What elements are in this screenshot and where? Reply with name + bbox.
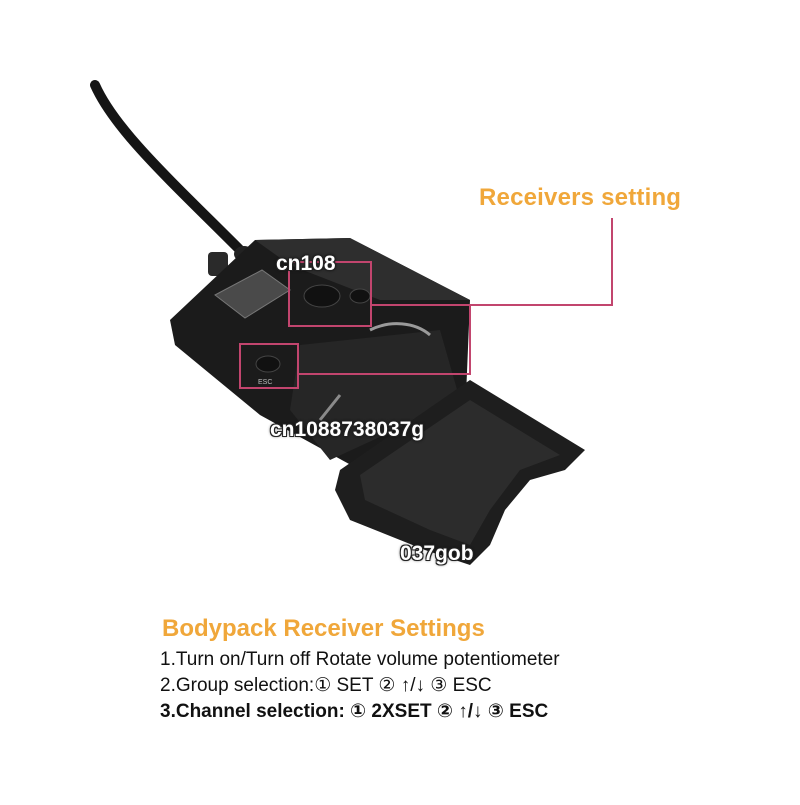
esc-button xyxy=(255,355,281,373)
callout-box-esc xyxy=(239,343,299,389)
watermark: cn1088738037g xyxy=(270,418,425,441)
battery-lid-inner xyxy=(360,400,560,545)
volume-knob xyxy=(208,252,228,276)
device-top xyxy=(255,238,470,300)
instruction-step: 1.Turn on/Turn off Rotate volume potenti… xyxy=(160,649,560,670)
instructions-list: 1.Turn on/Turn off Rotate volume potenti… xyxy=(160,647,560,725)
watermark: 037gob xyxy=(400,542,474,565)
antenna xyxy=(90,80,245,255)
battery-spring xyxy=(369,322,431,337)
instructions-title: Bodypack Receiver Settings xyxy=(162,615,485,642)
instruction-step: 2.Group selection:① SET ② ↑/↓ ③ ESC xyxy=(160,675,492,696)
esc-label: ESC xyxy=(258,379,272,386)
battery-compartment xyxy=(290,330,460,460)
callout-box-set xyxy=(288,261,372,327)
callout-title: Receivers setting xyxy=(479,184,682,211)
callout-line-esc xyxy=(298,305,471,375)
battery-contact xyxy=(318,394,342,421)
watermark: cn108 xyxy=(276,252,336,275)
set-button xyxy=(303,284,341,308)
callout-line-set xyxy=(371,218,613,306)
arrow-button xyxy=(349,288,371,304)
instruction-step: 3.Channel selection: ① 2XSET ② ↑/↓ ③ ESC xyxy=(160,701,549,722)
